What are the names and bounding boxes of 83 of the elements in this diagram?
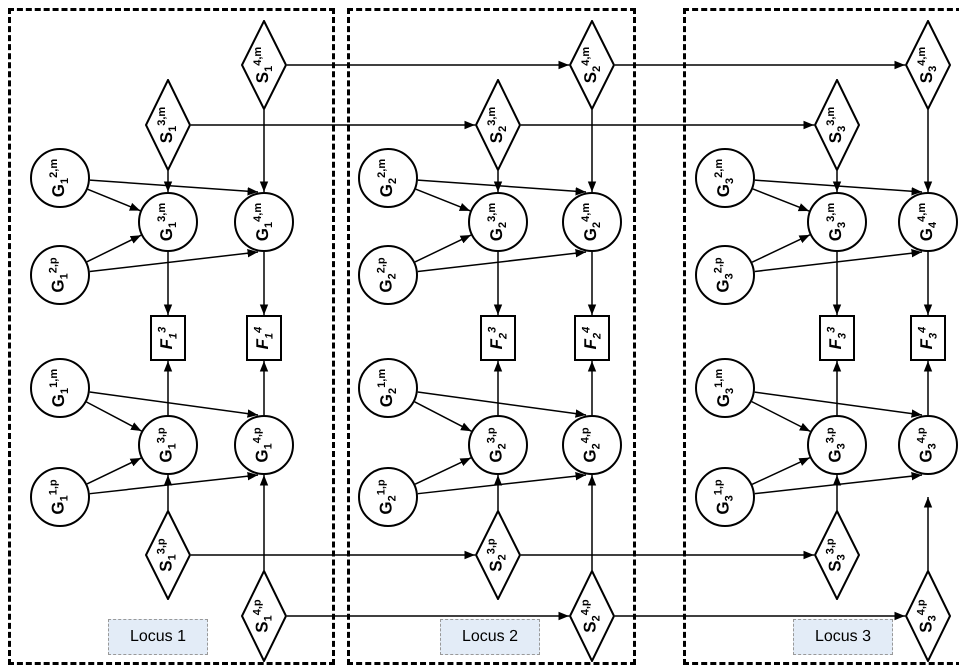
dashed-region [347, 8, 636, 665]
phenotype-box [819, 315, 855, 361]
locus-name: Locus 2 [462, 628, 518, 646]
arrow [588, 361, 596, 415]
arrow [924, 497, 932, 570]
selector-diamond [569, 570, 615, 662]
phenotype-box [150, 315, 186, 361]
arrow [88, 188, 140, 212]
arrow [260, 252, 268, 315]
arrow [90, 179, 258, 196]
selector-diamond [814, 79, 860, 171]
arrow [588, 110, 596, 192]
arrow [414, 234, 472, 263]
arrow [260, 110, 268, 192]
arrow [90, 391, 258, 418]
locus-label [793, 619, 893, 655]
arrow [260, 475, 268, 570]
dashed-region [8, 8, 335, 665]
arrow [86, 234, 142, 262]
arrow [588, 475, 596, 570]
locus-name: Locus 1 [130, 628, 186, 646]
arrow [418, 249, 586, 272]
arrow [615, 612, 905, 620]
selector-diamond [569, 20, 615, 110]
arrow [86, 401, 142, 432]
selector-diamond [905, 20, 951, 110]
locus-name: Locus 3 [814, 628, 872, 646]
selector-diamond [145, 79, 191, 171]
phenotype-box [480, 315, 516, 361]
phenotype-box [574, 315, 610, 361]
arrow [752, 188, 810, 212]
arrow [164, 361, 172, 415]
arrow [287, 612, 569, 620]
arrow [751, 400, 811, 432]
arrow [754, 391, 922, 418]
arrow [924, 252, 932, 315]
selector-diamond [475, 510, 521, 600]
selector-diamond [241, 570, 287, 662]
dashed-region [683, 8, 959, 665]
phenotype-box [910, 315, 946, 361]
arrow [832, 171, 842, 192]
selector-diamond [241, 20, 287, 110]
arrow [164, 171, 172, 192]
arrow [260, 361, 268, 415]
arrow [414, 401, 472, 432]
locus-label [440, 619, 540, 655]
selector-diamond [905, 570, 951, 662]
arrow [924, 110, 932, 192]
arrow [287, 60, 569, 70]
arrow [164, 475, 172, 510]
arrow [90, 472, 258, 494]
arrow [494, 475, 502, 510]
arrow [832, 475, 842, 510]
arrow [754, 179, 922, 196]
arrow [754, 472, 922, 494]
arrow [494, 361, 502, 415]
arrow [752, 234, 810, 263]
arrow [588, 252, 596, 315]
selector-diamond [475, 79, 521, 171]
arrow [86, 457, 142, 485]
arrow [494, 252, 502, 315]
arrow [521, 120, 814, 130]
arrow [164, 252, 172, 315]
arrow [832, 361, 842, 415]
arrow [418, 472, 586, 494]
arrow [615, 60, 905, 70]
arrow [418, 391, 586, 418]
selector-diamond [145, 510, 191, 600]
arrow [191, 550, 475, 560]
arrow [752, 456, 810, 486]
arrow [494, 171, 502, 192]
arrow [191, 120, 475, 130]
locus-label [108, 619, 208, 655]
arrow [416, 188, 470, 212]
arrow [521, 550, 814, 560]
phenotype-box [246, 315, 282, 361]
arrow [90, 249, 258, 272]
arrow [832, 252, 842, 315]
arrow [414, 457, 472, 485]
arrow [754, 249, 922, 272]
selector-diamond [814, 510, 860, 600]
arrow [924, 361, 932, 415]
arrow [418, 179, 586, 196]
